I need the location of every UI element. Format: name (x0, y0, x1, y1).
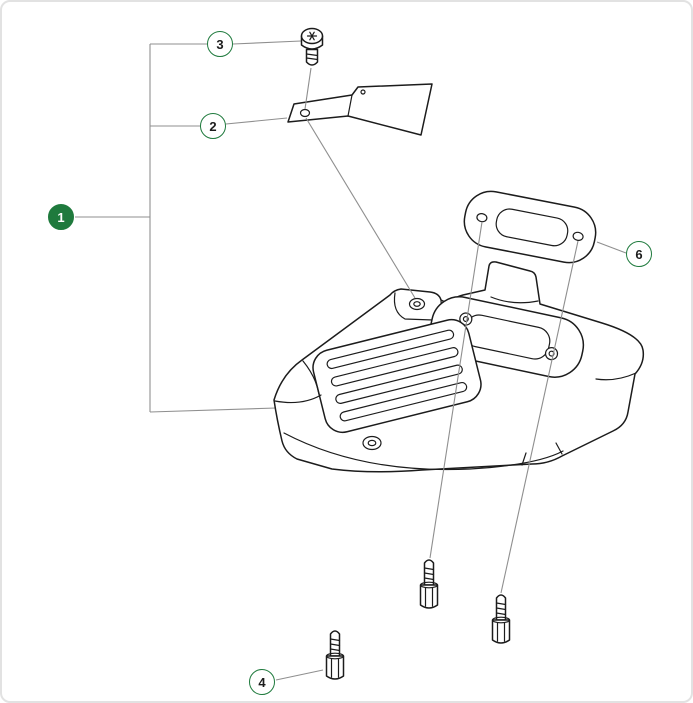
bolt-part-right (491, 594, 511, 644)
callout-1-label: 1 (57, 209, 65, 225)
callout-6[interactable]: 6 (626, 241, 652, 267)
screw-part (300, 27, 324, 66)
callout-2-label: 2 (209, 118, 217, 134)
fastener-axis-lines (304, 67, 579, 594)
gasket-part (463, 190, 597, 264)
callout-6-label: 6 (635, 246, 643, 262)
leader-lines (75, 40, 627, 681)
callout-3[interactable]: 3 (207, 31, 233, 57)
callout-1[interactable]: 1 (48, 204, 74, 230)
bolt-part-bottom-left (325, 630, 345, 680)
callout-3-label: 3 (216, 36, 224, 52)
bolt-part-middle (419, 559, 439, 609)
deflector-plate-part (287, 83, 433, 136)
callout-4[interactable]: 4 (249, 669, 275, 695)
callout-4-label: 4 (258, 674, 266, 690)
callout-2[interactable]: 2 (200, 113, 226, 139)
muffler-body-part (273, 261, 645, 473)
